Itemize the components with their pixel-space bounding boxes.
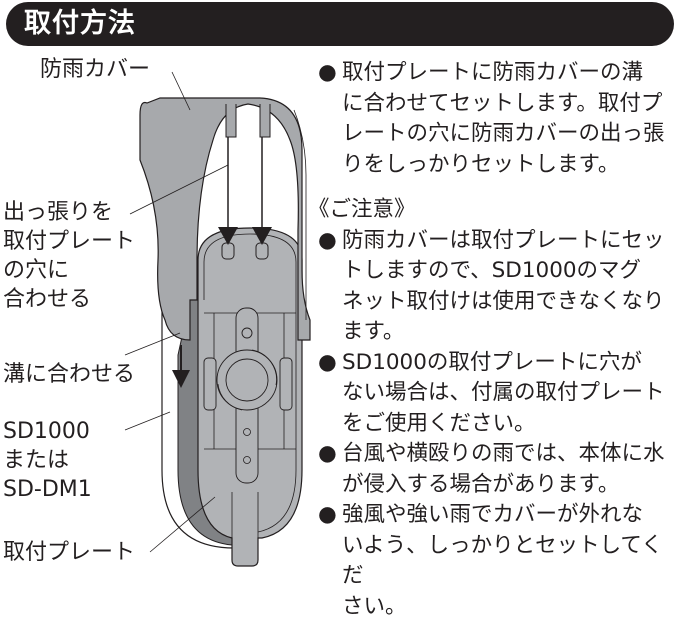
label-device-line-3: SD-DM1 bbox=[3, 475, 92, 504]
bullet-icon: ● bbox=[318, 58, 337, 89]
caution-line: 台風や横殴りの雨では、本体に水 bbox=[342, 439, 678, 470]
caution-line: トしますので、SD1000のマグ bbox=[342, 256, 678, 287]
caution-line: ネット取付けは使用できなくなり bbox=[342, 287, 678, 318]
center-ring bbox=[226, 359, 268, 401]
caution-line: をご使用ください。 bbox=[342, 409, 678, 440]
instructions-block: ● 取付プレートに防雨カバーの溝 に合わせてセットします。取付プ レートの穴に防… bbox=[318, 58, 678, 622]
label-protrusion-line-1: 出っ張りを bbox=[3, 198, 113, 227]
plate-hole-right bbox=[256, 243, 268, 259]
cover-tab-left bbox=[226, 104, 236, 137]
caution-item: ● 強風や強い雨でカバーが外れな いよう、しっかりとセットしてくだ さい。 bbox=[318, 500, 678, 622]
instruction-line: レートの穴に防雨カバーの出っ張 bbox=[342, 119, 678, 150]
instruction-main: ● 取付プレートに防雨カバーの溝 に合わせてセットします。取付プ レートの穴に防… bbox=[318, 58, 678, 180]
label-protrusion-line-2: 取付プレート bbox=[3, 227, 135, 256]
bullet-icon: ● bbox=[318, 226, 337, 257]
caution-item: ● 防雨カバーは取付プレートにセッ トしますので、SD1000のマグ ネット取付… bbox=[318, 226, 678, 348]
caution-heading: 《ご注意》 bbox=[308, 195, 678, 226]
label-protrusion-line-4: 合わせる bbox=[3, 285, 91, 314]
plate-slot-right bbox=[280, 358, 292, 410]
instruction-line: りをしっかりセットします。 bbox=[342, 150, 678, 181]
label-protrusion-line-3: の穴に bbox=[3, 256, 69, 285]
caution-line: 強風や強い雨でカバーが外れな bbox=[342, 500, 678, 531]
plate-slot-left bbox=[204, 358, 216, 410]
leader-device bbox=[125, 412, 170, 430]
instruction-line: 取付プレートに防雨カバーの溝 bbox=[342, 58, 678, 89]
caution-line: が侵入する場合があります。 bbox=[342, 470, 678, 501]
caution-line: 防雨カバーは取付プレートにセッ bbox=[342, 226, 678, 257]
caution-line: いよう、しっかりとセットしてくだ bbox=[342, 531, 678, 592]
instruction-line: に合わせてセットします。取付プ bbox=[342, 89, 678, 120]
keyhole bbox=[242, 328, 252, 338]
bullet-icon: ● bbox=[318, 500, 337, 531]
caution-item: ● 台風や横殴りの雨では、本体に水 が侵入する場合があります。 bbox=[318, 439, 678, 500]
caution-line: SD1000の取付プレートに穴が bbox=[342, 348, 678, 379]
cover-tab-right bbox=[260, 104, 270, 137]
bullet-icon: ● bbox=[318, 439, 337, 470]
label-device-line-2: または bbox=[3, 446, 69, 475]
caution-line: ない場合は、付属の取付プレート bbox=[342, 378, 678, 409]
label-rain-cover: 防雨カバー bbox=[40, 55, 150, 84]
plate-hole-left bbox=[222, 243, 234, 259]
caution-line: さい。 bbox=[342, 592, 678, 622]
label-device-line-1: SD1000 bbox=[3, 417, 90, 446]
caution-item: ● SD1000の取付プレートに穴が ない場合は、付属の取付プレート をご使用く… bbox=[318, 348, 678, 440]
caution-line: ます。 bbox=[342, 317, 678, 348]
label-mounting-plate: 取付プレート bbox=[3, 538, 135, 567]
label-groove: 溝に合わせる bbox=[3, 360, 135, 389]
leader-groove bbox=[125, 333, 180, 355]
bullet-icon: ● bbox=[318, 348, 337, 379]
